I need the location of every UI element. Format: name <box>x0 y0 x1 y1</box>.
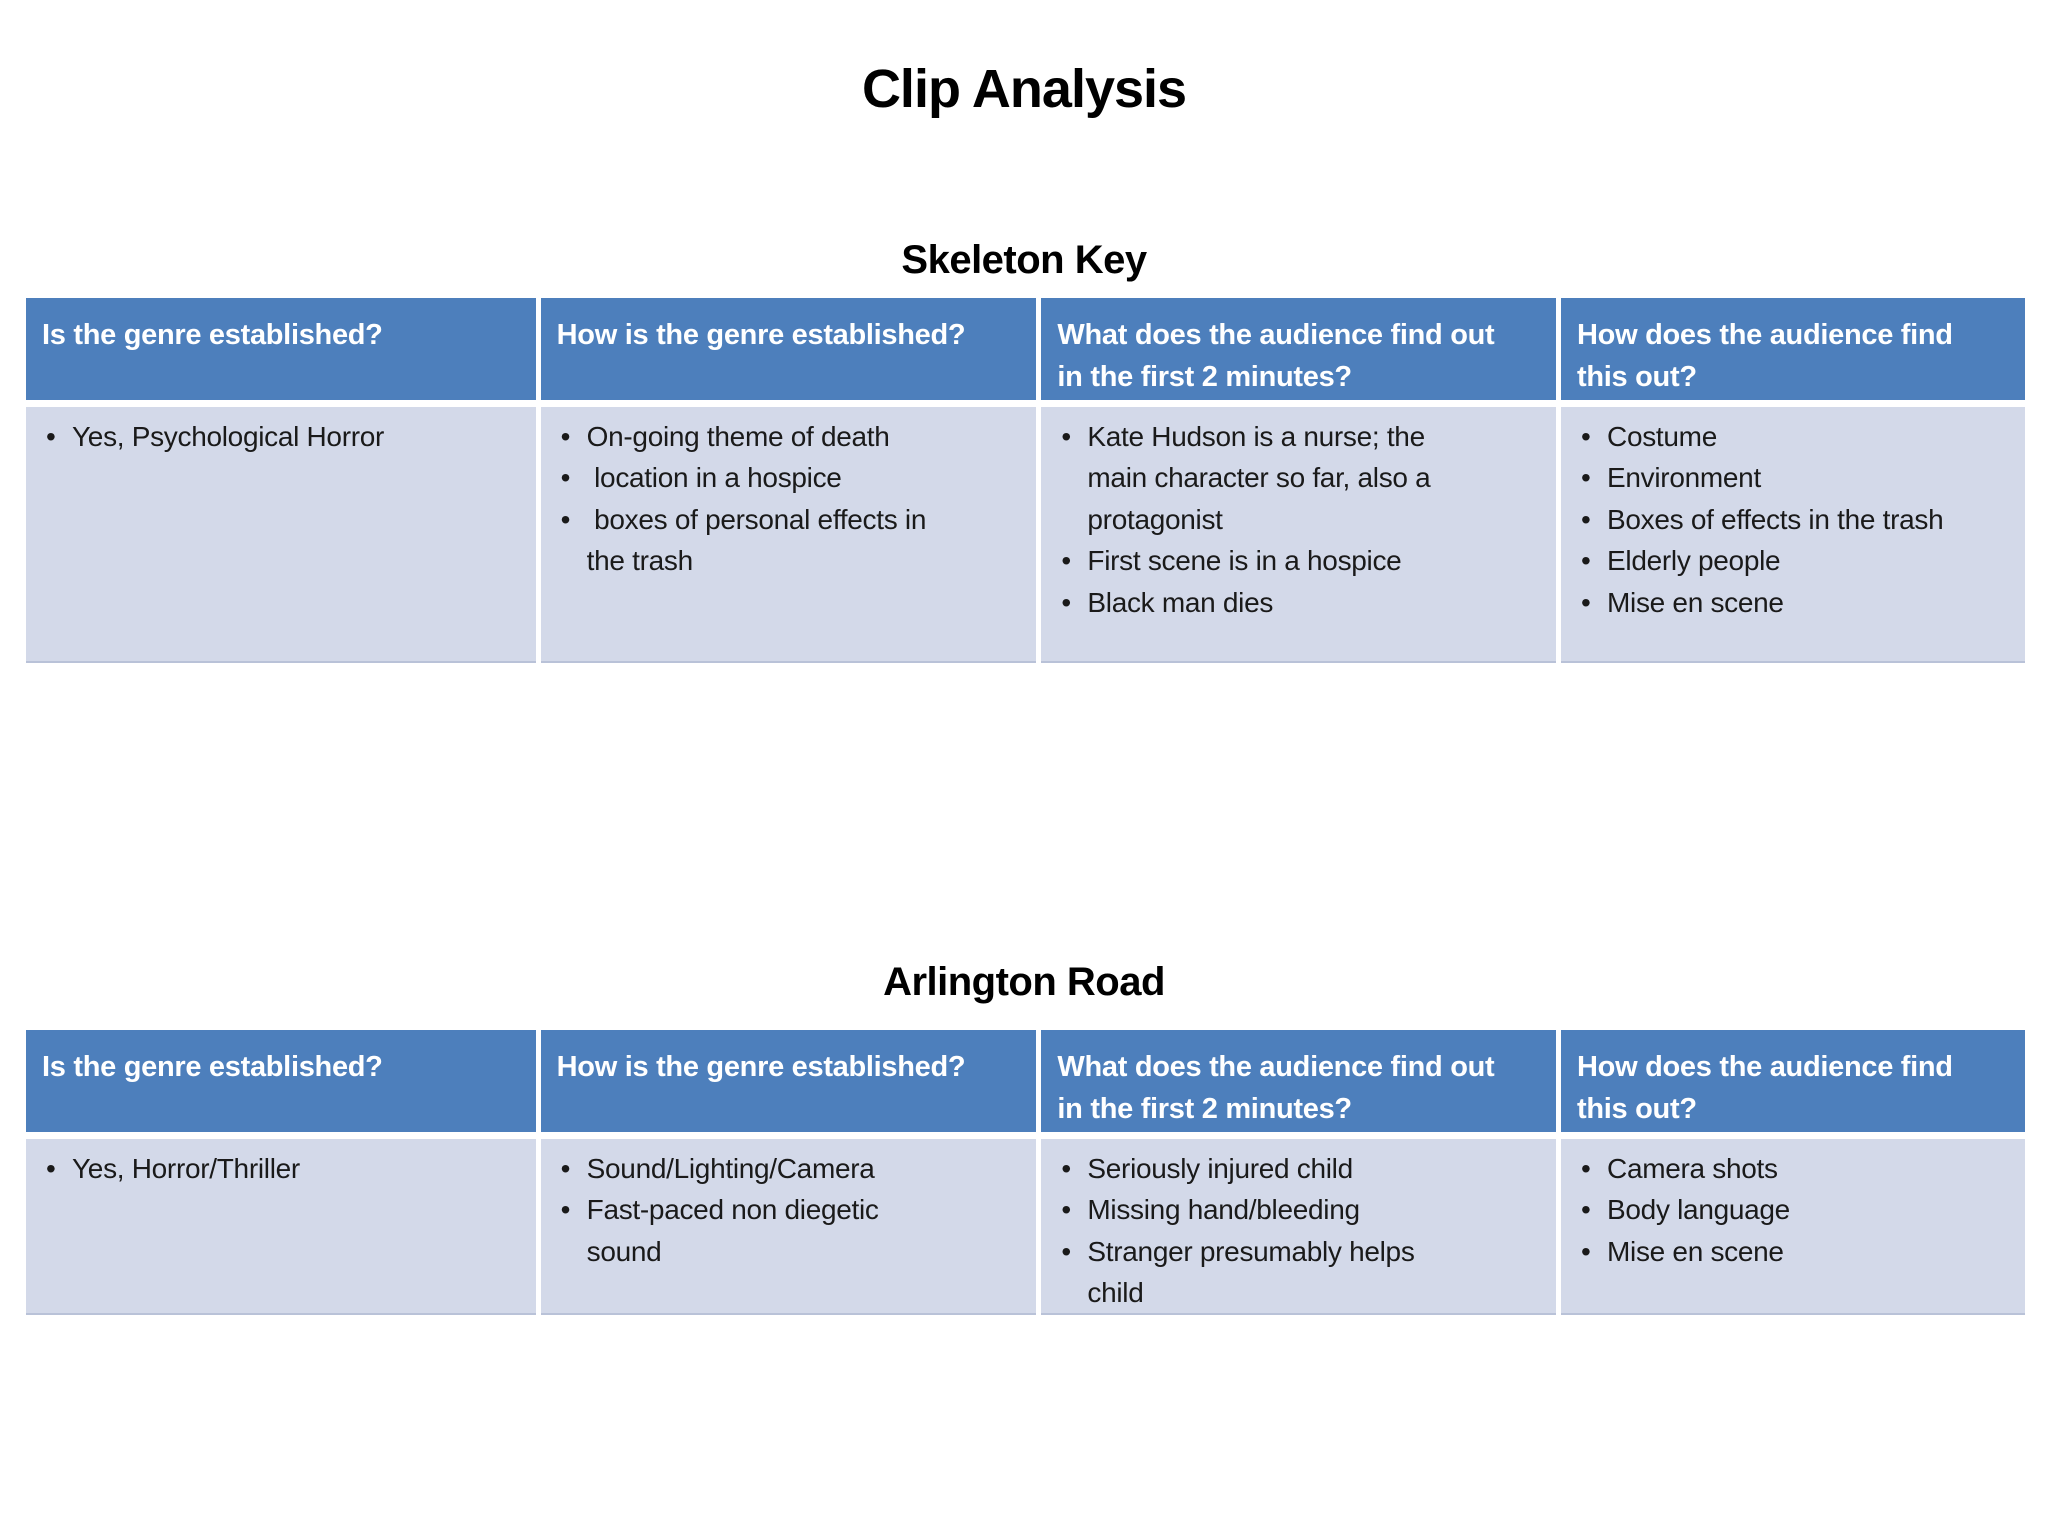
bullet-list: On-going theme of death location in a ho… <box>553 416 1029 582</box>
page-title: Clip Analysis <box>861 59 1187 119</box>
section-title-skeleton-key: Skeleton Key <box>901 238 1147 282</box>
bullet-item: Kate Hudson is a nurse; the main charact… <box>1053 416 1548 540</box>
column-header-genre-established: Is the genre established? <box>26 1030 536 1132</box>
bullet-item: Elderly people <box>1573 540 2017 582</box>
bullet-item: Stranger presumably helps child <box>1053 1231 1548 1314</box>
column-header-genre-established: Is the genre established? <box>26 298 536 400</box>
bullet-item: Camera shots <box>1573 1148 2017 1190</box>
bullet-item: Environment <box>1573 457 2017 499</box>
bullet-list: Yes, Psychological Horror <box>38 416 528 458</box>
bullet-item: Seriously injured child <box>1053 1148 1548 1190</box>
bullet-list: Sound/Lighting/Camera Fast-paced non die… <box>553 1148 1029 1272</box>
bullet-item: Sound/Lighting/Camera <box>553 1148 1029 1190</box>
bullet-item: First scene is in a hospice <box>1053 540 1548 582</box>
bullet-item: Boxes of effects in the trash <box>1573 499 2017 541</box>
bullet-item: Missing hand/bleeding <box>1053 1189 1548 1231</box>
table-arlington-road: Is the genre established? How is the gen… <box>26 1030 2025 1315</box>
table-cell-genre-established: Yes, Horror/Thriller <box>26 1139 536 1315</box>
column-header-how-established: How is the genre established? <box>540 1030 1037 1132</box>
bullet-item: Mise en scene <box>1573 1231 2017 1273</box>
bullet-item: Yes, Psychological Horror <box>38 416 528 458</box>
table-cell-how-find-out: Costume Environment Boxes of effects in … <box>1561 407 2025 663</box>
bullet-item: Yes, Horror/Thriller <box>38 1148 528 1190</box>
column-header-how-find-out: How does the audience find this out? <box>1561 298 2025 400</box>
bullet-list: Camera shots Body language Mise en scene <box>1573 1148 2017 1273</box>
bullet-item: Costume <box>1573 416 2017 458</box>
column-header-how-established: How is the genre established? <box>540 298 1037 400</box>
bullet-item: On-going theme of death <box>553 416 1029 458</box>
table-cell-how-established: Sound/Lighting/Camera Fast-paced non die… <box>540 1139 1037 1315</box>
table-cell-audience-find-out: Kate Hudson is a nurse; the main charact… <box>1041 407 1557 663</box>
table-cell-how-find-out: Camera shots Body language Mise en scene <box>1561 1139 2025 1315</box>
table-cell-genre-established: Yes, Psychological Horror <box>26 407 536 663</box>
bullet-item: location in a hospice <box>553 457 1029 499</box>
column-header-audience-find-out: What does the audience find out in the f… <box>1041 1030 1557 1132</box>
bullet-item: Mise en scene <box>1573 582 2017 624</box>
bullet-list: Seriously injured child Missing hand/ble… <box>1053 1148 1548 1314</box>
table-skeleton-key: Is the genre established? How is the gen… <box>26 298 2025 663</box>
column-header-how-find-out: How does the audience find this out? <box>1561 1030 2025 1132</box>
bullet-item: boxes of personal effects in the trash <box>553 499 1029 582</box>
bullet-list: Costume Environment Boxes of effects in … <box>1573 416 2017 624</box>
table-cell-how-established: On-going theme of death location in a ho… <box>540 407 1037 663</box>
bullet-item: Body language <box>1573 1189 2017 1231</box>
table-cell-audience-find-out: Seriously injured child Missing hand/ble… <box>1041 1139 1557 1315</box>
bullet-item: Fast-paced non diegetic sound <box>553 1189 1029 1272</box>
column-header-audience-find-out: What does the audience find out in the f… <box>1041 298 1557 400</box>
bullet-list: Yes, Horror/Thriller <box>38 1148 528 1190</box>
bullet-item: Black man dies <box>1053 582 1548 624</box>
bullet-list: Kate Hudson is a nurse; the main charact… <box>1053 416 1548 624</box>
section-title-arlington-road: Arlington Road <box>883 960 1165 1004</box>
